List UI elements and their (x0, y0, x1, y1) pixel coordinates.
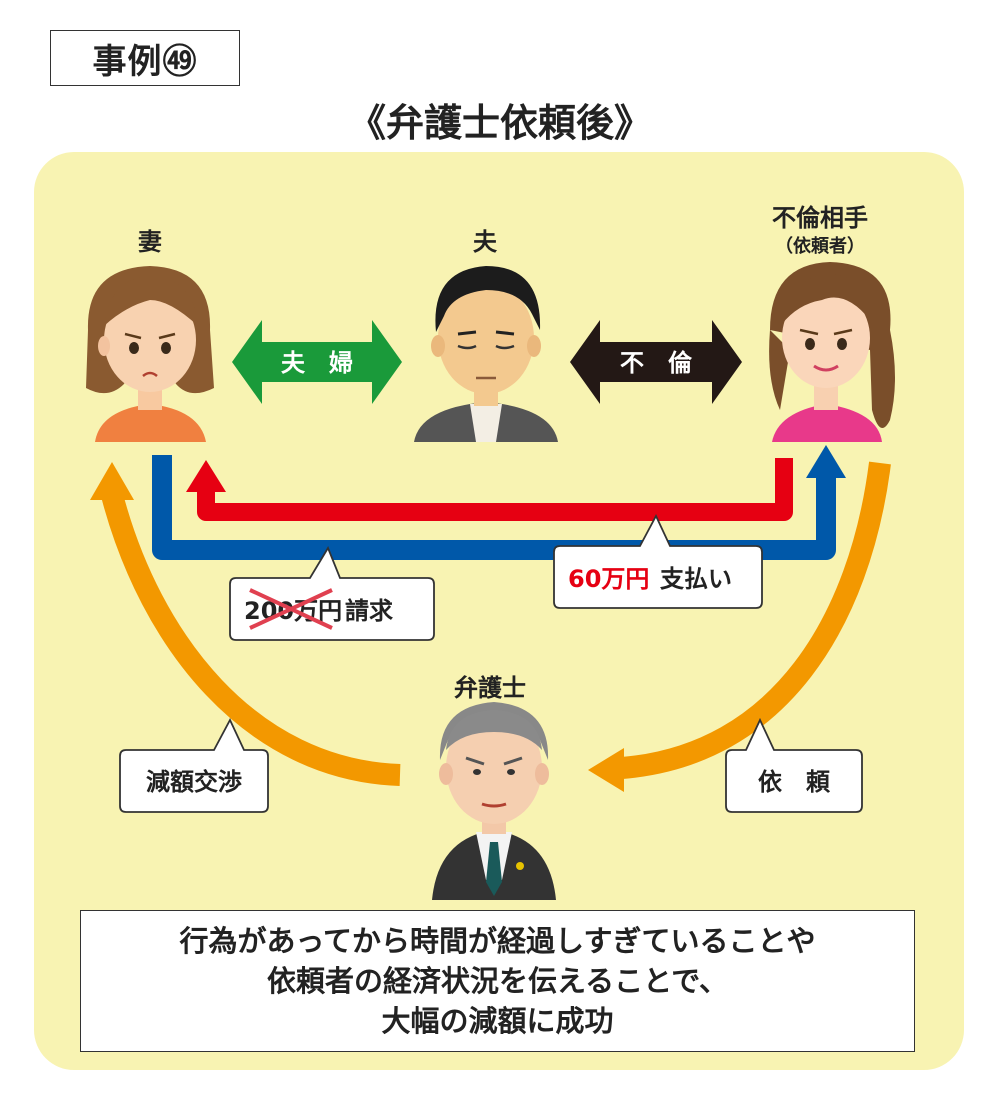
claim-suffix: 請求 (345, 597, 393, 625)
case-label: 事例㊾ (50, 30, 240, 86)
wife-icon (86, 266, 214, 442)
lawyer-icon (432, 702, 556, 900)
summary-line-3: 大幅の減額に成功 (381, 1004, 614, 1038)
request-arrowhead (588, 748, 624, 792)
strike-cross (249, 588, 333, 630)
page-title: 《弁護士依頼後》 (347, 101, 652, 145)
claim-arrowhead (806, 445, 846, 478)
husband-icon (414, 266, 558, 442)
husband-label: 夫 (473, 228, 497, 256)
affair-partner-sublabel: （依頼者） (775, 236, 865, 257)
affair-partner-label: 不倫相手 (772, 204, 868, 232)
request-text: 依 頼 (758, 768, 831, 796)
affair-partner-icon (769, 262, 895, 442)
payment-bubble: 60万円 支払い (553, 513, 763, 609)
affair-label: 不 倫 (620, 349, 693, 377)
negotiation-bubble: 減額交渉 (119, 717, 269, 813)
payment-arrow (197, 458, 793, 521)
claim-bubble: 200万円 請求 (229, 545, 435, 641)
negotiation-text: 減額交渉 (146, 768, 242, 796)
summary-box: 行為があってから時間が経過しすぎていることや 依頼者の経済状況を伝えることで、 … (80, 910, 915, 1052)
negotiation-arrow (101, 492, 401, 786)
lawyer-label: 弁護士 (454, 674, 526, 702)
summary-line-2: 依頼者の経済状況を伝えることで、 (266, 964, 729, 998)
wife-label: 妻 (138, 228, 162, 256)
married-label: 夫 婦 (281, 349, 353, 377)
summary-line-1: 行為があってから時間が経過しすぎていることや (179, 924, 816, 958)
married-arrow: 夫 婦 (232, 320, 402, 404)
affair-arrow: 不 倫 (570, 320, 742, 404)
negotiation-arrowhead (90, 462, 134, 500)
request-arrow (621, 461, 891, 779)
payment-suffix: 支払い (660, 565, 732, 593)
claim-arrow (152, 455, 836, 560)
payment-arrowhead (186, 460, 226, 492)
payment-amount: 60万円 (568, 565, 649, 593)
request-bubble: 依 頼 (725, 717, 863, 813)
